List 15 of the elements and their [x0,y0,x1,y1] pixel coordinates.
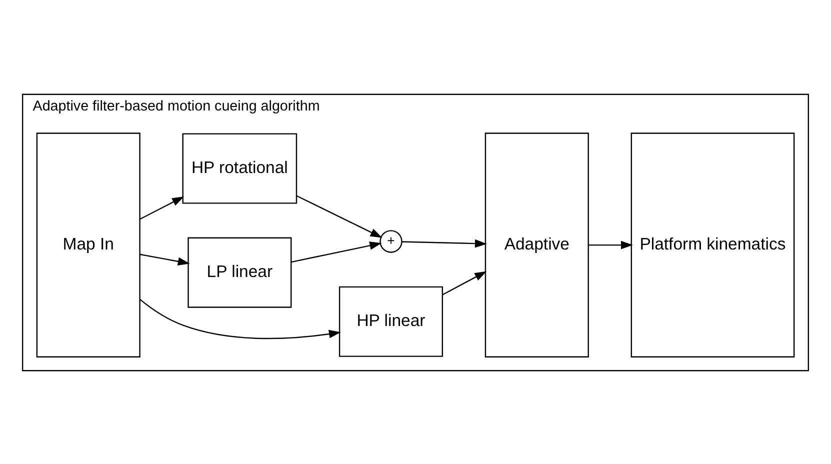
arrow [588,240,633,249]
arrow [291,241,382,262]
arrow [296,194,382,238]
node-box: HP linear [338,286,443,356]
node-box: Platform kinematics [630,132,795,357]
node-box: LP linear [188,236,292,308]
arrow [140,253,190,266]
node-box: HP rotational [182,132,298,204]
arrow [140,298,341,339]
node-box: Map In [36,132,140,357]
arrow [402,238,487,248]
node-box: Adaptive [484,132,589,357]
arrow [140,196,184,220]
node-circle: + [380,230,402,252]
arrow [442,270,487,295]
